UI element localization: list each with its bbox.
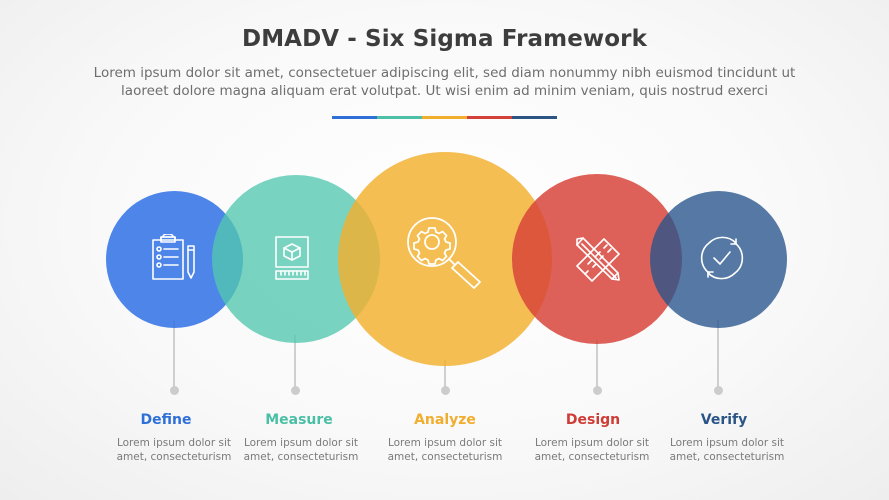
divider-segment-teal — [377, 116, 422, 119]
divider-segment-yellow — [422, 116, 467, 119]
divider-segment-red — [467, 116, 512, 119]
connector-dot-define — [169, 385, 179, 395]
connector-line-define — [173, 320, 175, 390]
color-divider — [332, 116, 557, 119]
divider-segment-navy — [512, 116, 557, 119]
step-desc-verify: Lorem ipsum dolor sit amet, consecteturi… — [669, 437, 785, 463]
step-desc-measure: Lorem ipsum dolor sit amet, consecteturi… — [243, 437, 359, 463]
connector-dot-design — [592, 385, 602, 395]
divider-segment-blue — [332, 116, 377, 119]
connector-dot-verify — [713, 385, 723, 395]
subtitle-line-2: laoreet dolore magna aliquam erat volutp… — [121, 83, 768, 99]
step-desc-design: Lorem ipsum dolor sit amet, consecteturi… — [534, 437, 650, 463]
step-label-measure: Measure — [265, 412, 333, 428]
box-ruler-measure-icon — [275, 236, 309, 280]
connector-line-verify — [717, 320, 719, 390]
step-label-analyze: Analyze — [414, 412, 476, 428]
step-desc-define: Lorem ipsum dolor sit amet, consecteturi… — [116, 437, 232, 463]
step-desc-analyze: Lorem ipsum dolor sit amet, consecteturi… — [387, 437, 503, 463]
connector-dot-analyze — [440, 385, 450, 395]
subtitle-line-1: Lorem ipsum dolor sit amet, consectetuer… — [93, 65, 796, 81]
connector-dot-measure — [290, 385, 300, 395]
connector-line-measure — [294, 335, 296, 390]
connector-line-analyze — [444, 360, 446, 390]
clipboard-checklist-pencil-icon — [152, 234, 195, 280]
step-label-verify: Verify — [700, 412, 748, 428]
connector-line-design — [596, 340, 598, 390]
pencil-ruler-cross-icon — [576, 237, 620, 282]
step-circle-verify — [650, 191, 787, 328]
page-subtitle: Lorem ipsum dolor sit amet, consectetuer… — [40, 64, 849, 100]
magnifier-gear-icon — [407, 217, 481, 289]
step-label-define: Define — [140, 412, 192, 428]
step-label-design: Design — [565, 412, 621, 428]
page-title: DMADV - Six Sigma Framework — [242, 26, 647, 52]
refresh-check-icon — [700, 236, 744, 280]
